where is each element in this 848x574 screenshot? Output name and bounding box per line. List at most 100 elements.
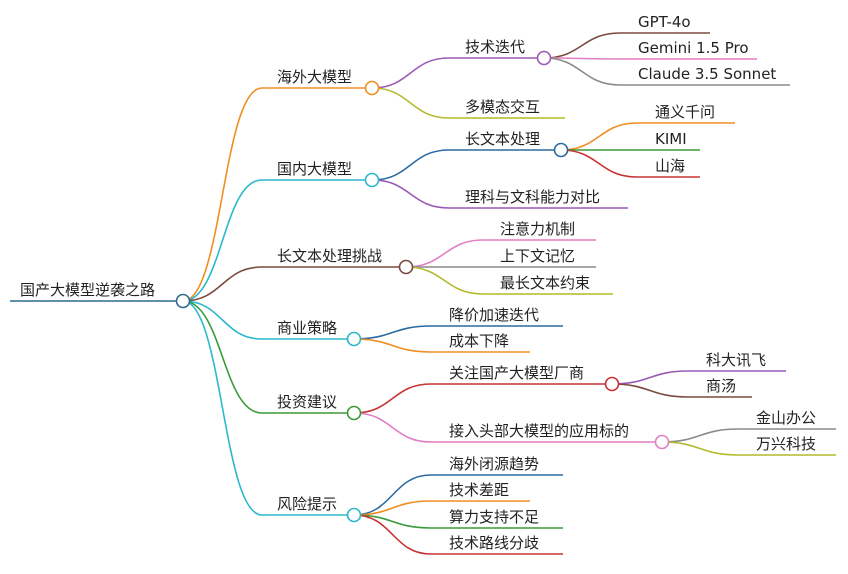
branch-knob[interactable] bbox=[398, 259, 414, 275]
branch-knob[interactable] bbox=[346, 507, 362, 523]
subnode-max-length[interactable]: 最长文本约束 bbox=[483, 274, 613, 295]
connector-line bbox=[371, 87, 450, 119]
leaf-label: 金山办公 bbox=[756, 409, 816, 427]
connector-line bbox=[560, 122, 638, 151]
subnode-tech-iteration[interactable]: 技术迭代 bbox=[449, 38, 552, 66]
subnode-label: 技术迭代 bbox=[465, 38, 525, 56]
branch-knob[interactable] bbox=[364, 172, 380, 188]
connector-line bbox=[543, 57, 621, 86]
leaf-tongyi[interactable]: 通义千问 bbox=[637, 103, 735, 124]
connector-line bbox=[611, 383, 689, 398]
subnode-compute-shortage[interactable]: 算力支持不足 bbox=[431, 508, 563, 529]
leaf-label: Claude 3.5 Sonnet bbox=[638, 65, 776, 83]
connector-line bbox=[661, 441, 739, 456]
leaf-gemini[interactable]: Gemini 1.5 Pro bbox=[620, 39, 757, 60]
leaf-kimi[interactable]: KIMI bbox=[637, 130, 700, 151]
connector-line bbox=[182, 300, 263, 516]
branch-knob[interactable] bbox=[364, 80, 380, 96]
leaf-gpt4o[interactable]: GPT-4o bbox=[620, 13, 710, 34]
branch-label: 投资建议 bbox=[277, 393, 337, 411]
subnode-domestic-vendors[interactable]: 关注国产大模型厂商 bbox=[431, 364, 620, 392]
connector-line bbox=[182, 300, 263, 340]
connector-line bbox=[543, 32, 621, 59]
subnode-context-memory[interactable]: 上下文记忆 bbox=[483, 247, 596, 268]
connector-line bbox=[182, 87, 263, 302]
subnode-app-targets[interactable]: 接入头部大模型的应用标的 bbox=[431, 422, 670, 450]
subnode-knob[interactable] bbox=[553, 142, 569, 158]
root-knob[interactable] bbox=[175, 293, 191, 309]
branch-label: 国内大模型 bbox=[277, 160, 352, 178]
leaf-label: 万兴科技 bbox=[756, 435, 816, 453]
branch-label: 海外大模型 bbox=[277, 68, 352, 86]
connector-line bbox=[353, 412, 432, 443]
branch-label: 风险提示 bbox=[277, 495, 337, 513]
subnode-attention[interactable]: 注意力机制 bbox=[483, 220, 596, 241]
branch-node-investment[interactable]: 投资建议 bbox=[262, 393, 362, 421]
leaf-label: KIMI bbox=[655, 130, 687, 148]
leaf-claude[interactable]: Claude 3.5 Sonnet bbox=[620, 65, 790, 86]
branch-knob[interactable] bbox=[346, 405, 362, 421]
subnode-tech-gap[interactable]: 技术差距 bbox=[431, 481, 530, 502]
subnode-label: 多模态交互 bbox=[465, 98, 540, 116]
connector-line bbox=[182, 179, 263, 302]
leaf-label: 通义千问 bbox=[655, 103, 715, 121]
connector-line bbox=[182, 266, 263, 302]
connector-line bbox=[371, 149, 450, 181]
leaf-wondershare[interactable]: 万兴科技 bbox=[738, 435, 836, 456]
connector-line bbox=[353, 474, 432, 516]
subnode-label: 技术路线分歧 bbox=[449, 534, 539, 552]
leaf-label: GPT-4o bbox=[638, 13, 691, 31]
subnode-label: 最长文本约束 bbox=[500, 274, 590, 292]
branch-node-risk[interactable]: 风险提示 bbox=[262, 495, 362, 523]
subnode-label: 注意力机制 bbox=[500, 220, 575, 238]
connector-line bbox=[371, 179, 450, 209]
connector-line bbox=[353, 514, 432, 555]
subnode-label: 上下文记忆 bbox=[500, 247, 575, 265]
subnode-knob[interactable] bbox=[536, 50, 552, 66]
leaf-sensetime[interactable]: 商汤 bbox=[688, 377, 752, 398]
branch-node-business[interactable]: 商业策略 bbox=[262, 319, 362, 347]
connector-line bbox=[405, 266, 484, 295]
root-label: 国产大模型逆袭之路 bbox=[20, 281, 155, 299]
connector-line bbox=[371, 57, 450, 89]
leaf-iflytek[interactable]: 科大讯飞 bbox=[688, 351, 786, 372]
leaf-kingsoft[interactable]: 金山办公 bbox=[738, 409, 836, 430]
connector-line bbox=[353, 338, 432, 353]
connector-line bbox=[560, 149, 638, 178]
subnode-label: 关注国产大模型厂商 bbox=[449, 364, 584, 382]
branch-label: 商业策略 bbox=[277, 319, 337, 337]
leaf-label: 山海 bbox=[655, 157, 685, 175]
subnode-knob[interactable] bbox=[604, 376, 620, 392]
branch-knob[interactable] bbox=[346, 331, 362, 347]
subnode-closed-source[interactable]: 海外闭源趋势 bbox=[431, 455, 563, 476]
subnode-label: 理科与文科能力对比 bbox=[465, 188, 600, 206]
subnode-multimodal[interactable]: 多模态交互 bbox=[449, 98, 565, 119]
connector-line bbox=[353, 325, 432, 340]
mindmap-links bbox=[182, 32, 739, 555]
subnode-route-divergence[interactable]: 技术路线分歧 bbox=[431, 534, 563, 555]
subnode-label: 长文本处理 bbox=[465, 130, 540, 148]
leaf-label: Gemini 1.5 Pro bbox=[638, 39, 749, 57]
subnode-label: 成本下降 bbox=[449, 332, 509, 350]
branch-node-long-text-challenge[interactable]: 长文本处理挑战 bbox=[262, 247, 414, 275]
connector-line bbox=[353, 383, 432, 414]
subnode-long-text[interactable]: 长文本处理 bbox=[449, 130, 569, 158]
branch-node-domestic[interactable]: 国内大模型 bbox=[262, 160, 380, 188]
subnode-label: 技术差距 bbox=[449, 481, 509, 499]
mindmap-nodes: 国产大模型逆袭之路 海外大模型 技术迭代 GPT-4o Gemini 1.5 P… bbox=[10, 13, 836, 555]
subnode-cost-down[interactable]: 成本下降 bbox=[431, 332, 530, 353]
subnode-science-arts[interactable]: 理科与文科能力对比 bbox=[449, 188, 628, 209]
subnode-knob[interactable] bbox=[654, 434, 670, 450]
branch-node-overseas[interactable]: 海外大模型 bbox=[262, 68, 380, 96]
subnode-price-cut[interactable]: 降价加速迭代 bbox=[431, 306, 563, 327]
connector-line bbox=[405, 239, 484, 268]
connector-line bbox=[661, 428, 739, 443]
leaf-label: 科大讯飞 bbox=[706, 351, 766, 369]
leaf-shanhai[interactable]: 山海 bbox=[637, 157, 700, 178]
connector-line bbox=[182, 300, 263, 414]
subnode-label: 接入头部大模型的应用标的 bbox=[449, 422, 629, 440]
subnode-label: 降价加速迭代 bbox=[449, 306, 539, 324]
root-node[interactable]: 国产大模型逆袭之路 bbox=[10, 281, 191, 309]
leaf-label: 商汤 bbox=[706, 377, 736, 395]
